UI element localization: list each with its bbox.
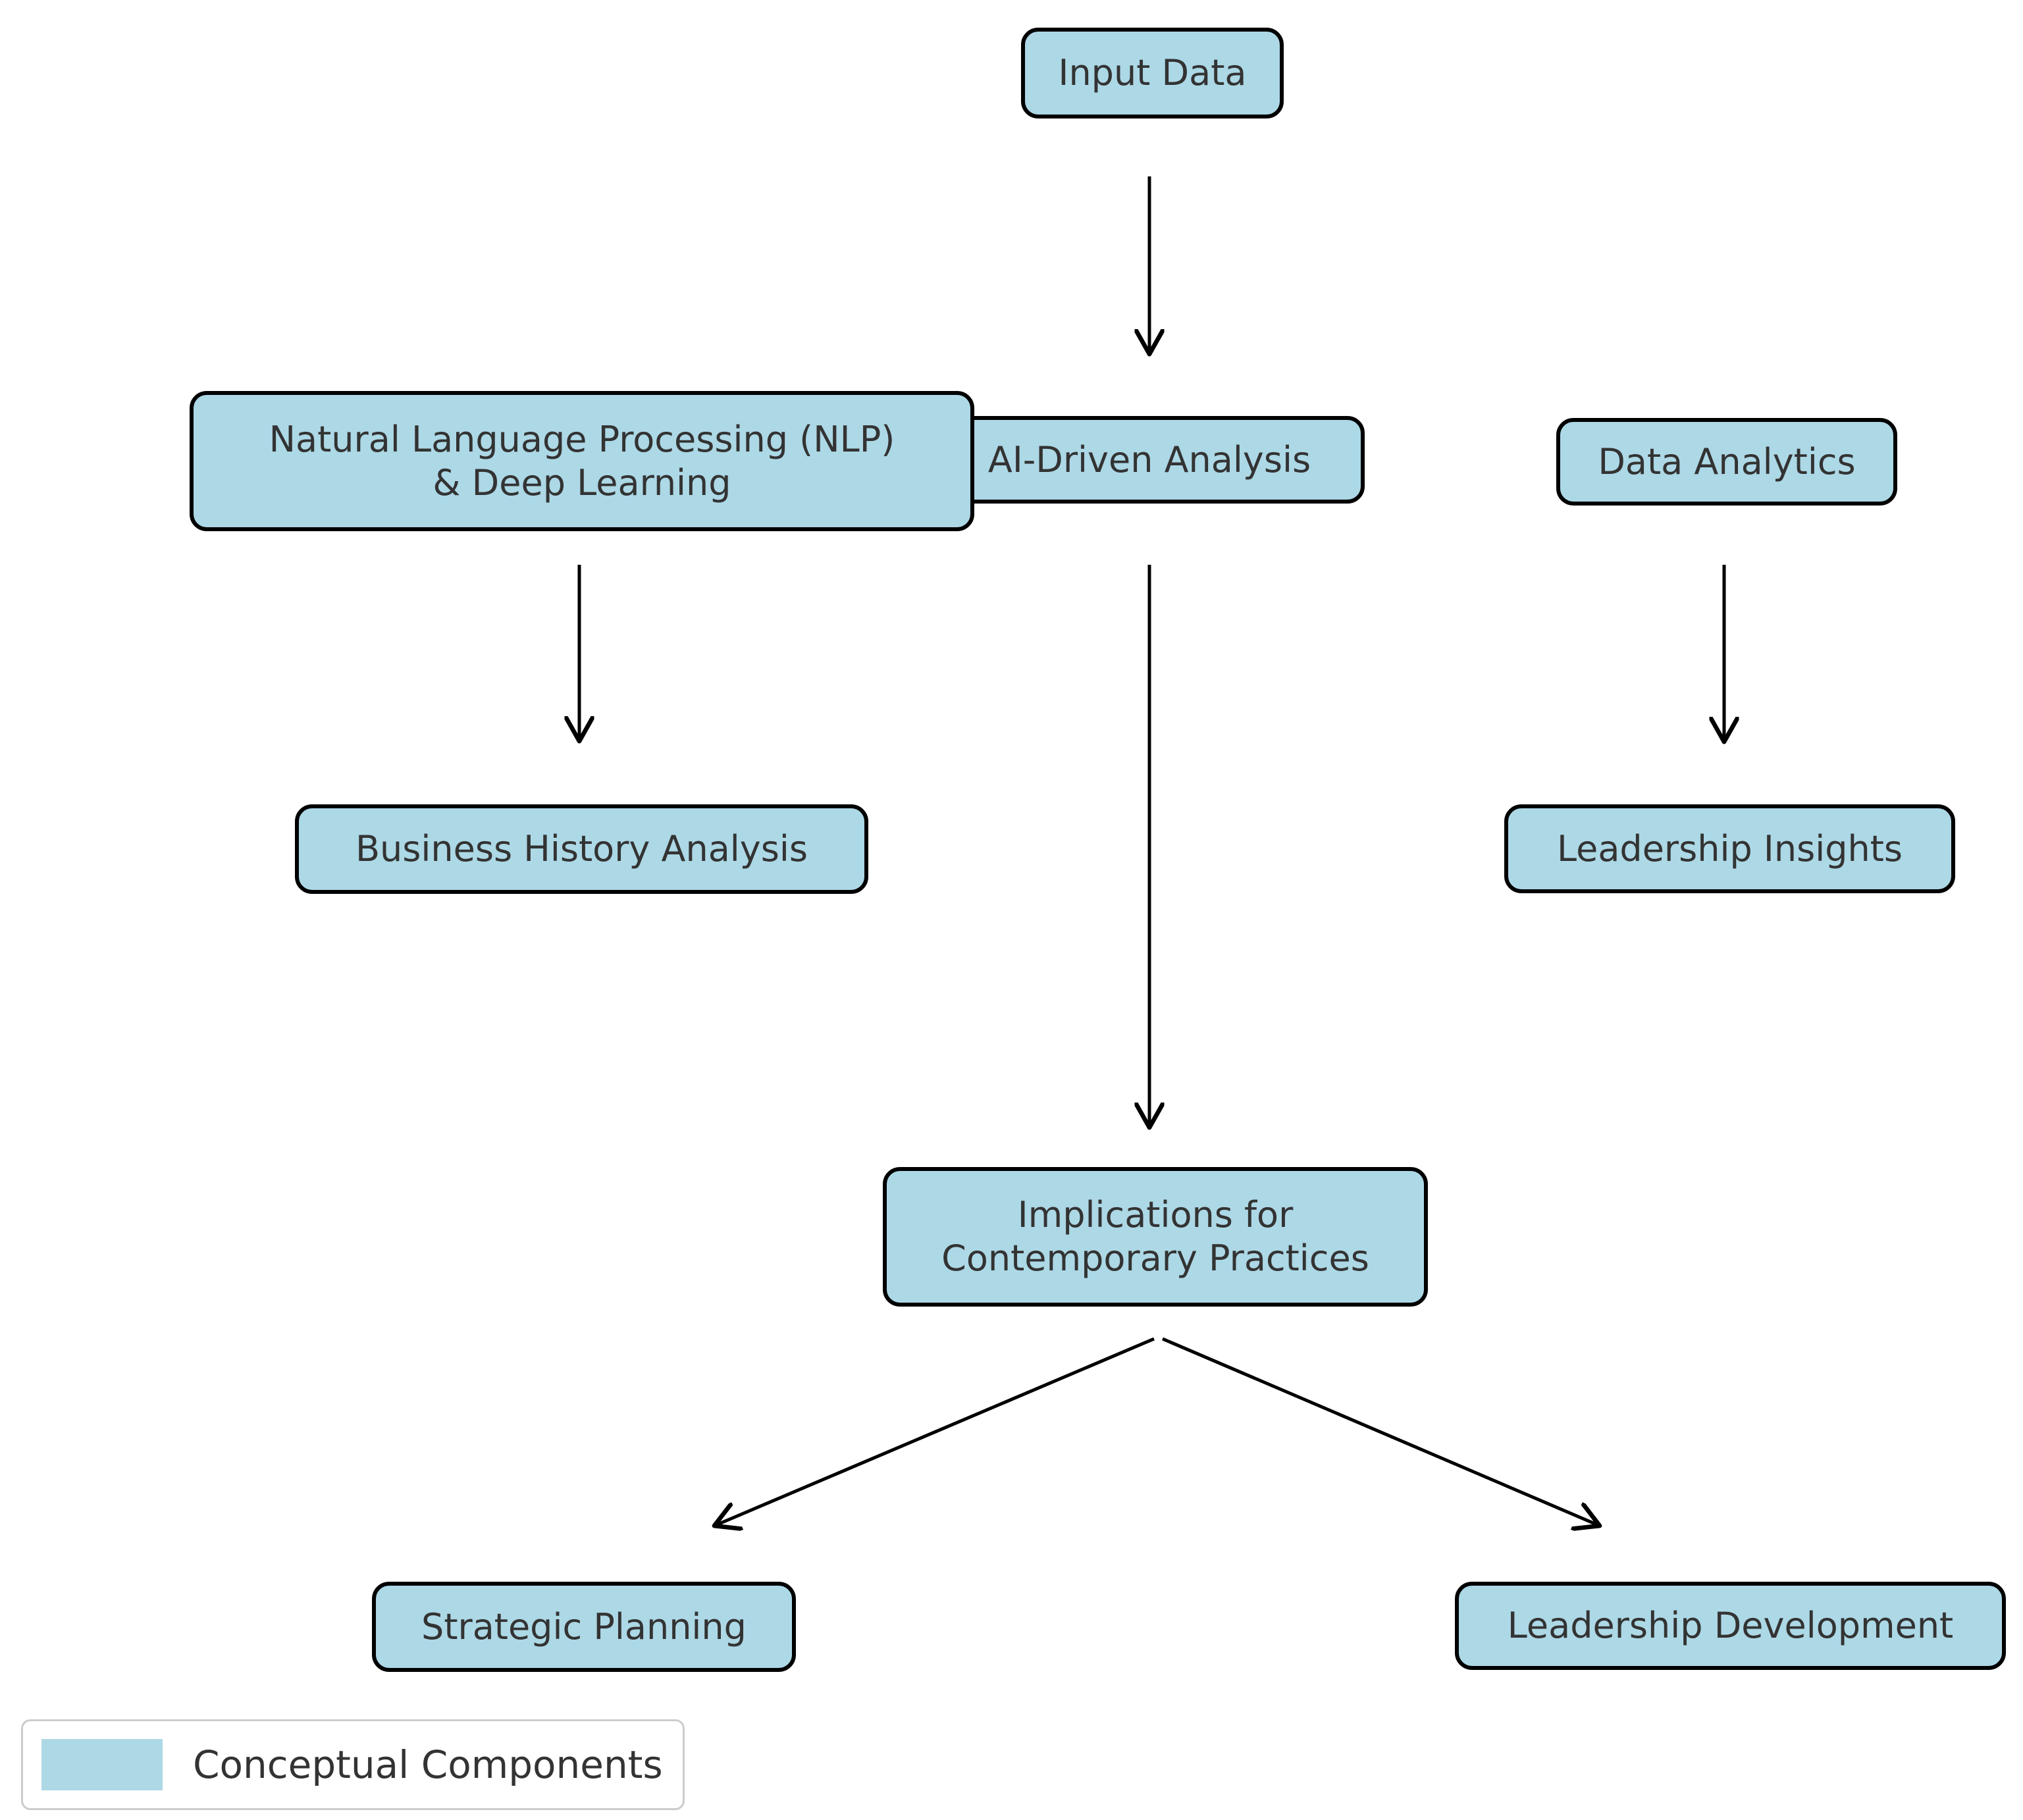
edge-implications-to-leadership-development — [1162, 1337, 1600, 1526]
node-ai-driven-analysis: AI-Driven Analysis — [934, 416, 1365, 504]
node-data-analytics: Data Analytics — [1556, 418, 1897, 506]
node-implications: Implications for Contemporary Practices — [883, 1167, 1428, 1307]
edge-implications-to-strategic-planning — [714, 1337, 1155, 1526]
node-input-data: Input Data — [1021, 28, 1284, 118]
node-business-history-analysis: Business History Analysis — [295, 804, 868, 894]
legend-item-label: Conceptual Components — [193, 1742, 663, 1787]
node-nlp-deep-learning: Natural Language Processing (NLP) & Deep… — [190, 391, 974, 531]
node-strategic-planning: Strategic Planning — [372, 1582, 796, 1672]
node-leadership-development: Leadership Development — [1455, 1582, 2006, 1670]
legend: Conceptual Components — [21, 1719, 685, 1810]
node-leadership-insights: Leadership Insights — [1504, 804, 1955, 893]
legend-swatch — [41, 1739, 163, 1790]
